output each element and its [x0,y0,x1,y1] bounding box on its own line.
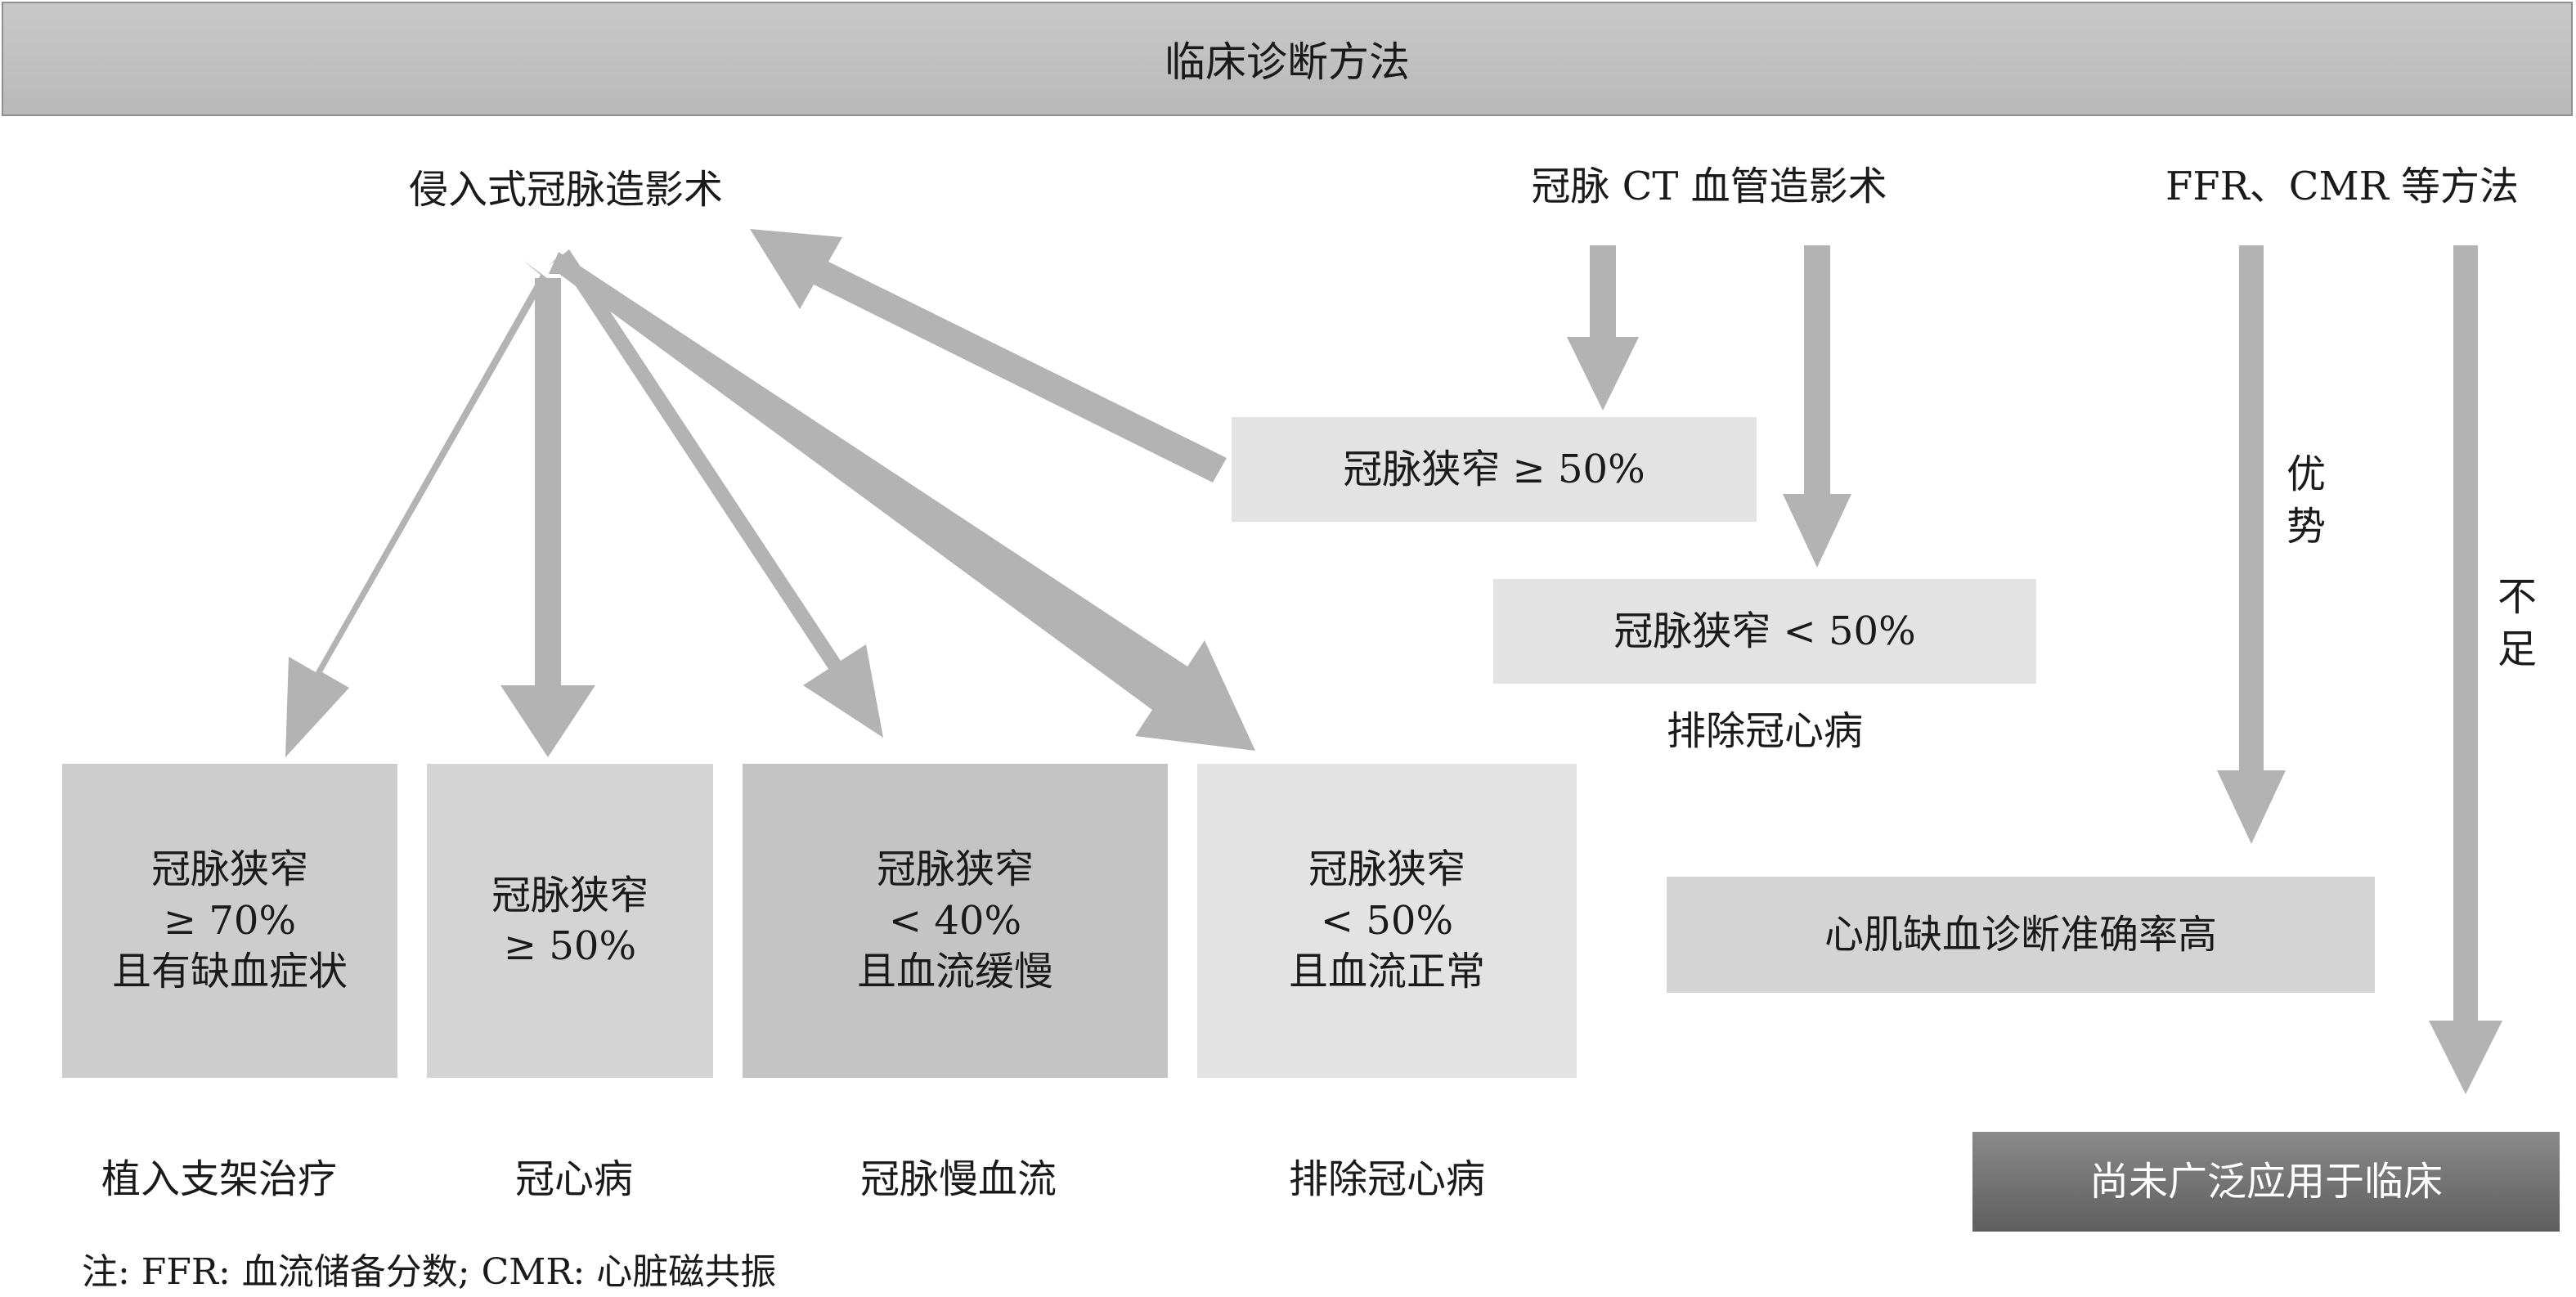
arrow-to-slowflow-box [549,249,883,738]
arrow-ffr-shortcoming [2429,245,2502,1094]
label-advantage: 优势 [2282,448,2331,553]
result-coronary-heart-disease: 冠心病 [514,1156,634,1202]
box-stenosis-ge50-label: 冠脉狭窄 ≥ 50% [1343,446,1645,492]
box-stenosis-ge50: 冠脉狭窄 ≥ 50% [1232,417,1757,522]
box1-line2: ≥ 70% [163,897,297,944]
label-advantage-text: 优势 [2286,451,2326,550]
box1-line1: 冠脉狭窄 [150,846,308,893]
box-stenosis-lt50-normalflow: 冠脉狭窄 < 50% 且血流正常 [1197,764,1577,1078]
box-ischemia-diagnosis-accuracy: 心肌缺血诊断准确率高 [1667,877,2375,993]
box-stenosis-ge50-chd: 冠脉狭窄 ≥ 50% [427,764,713,1078]
box4-line1: 冠脉狭窄 [1308,846,1465,893]
arrow-ct-to-ge50 [1567,245,1639,411]
result-stent-implantation: 植入支架治疗 [101,1156,338,1202]
box-not-widely-applied: 尚未广泛应用于临床 [1972,1132,2560,1232]
box-stenosis-lt50-label: 冠脉狭窄 < 50% [1613,608,1916,654]
box2-line1: 冠脉狭窄 [491,872,648,918]
box-stenosis-ge70-ischemia: 冠脉狭窄 ≥ 70% 且有缺血症状 [62,764,397,1078]
label-shortcoming-text: 不足 [2497,574,2537,672]
box-accuracy-label: 心肌缺血诊断准确率高 [1824,911,2217,958]
arrow-to-normal-box [549,252,1255,751]
box4-line3: 且血流正常 [1288,949,1485,995]
header-title: 临床诊断方法 [1165,38,1410,86]
box2-line2: ≥ 50% [503,923,637,969]
arrow-back-to-invasive [750,229,1227,482]
label-shortcoming: 不足 [2493,571,2542,675]
box1-line3: 且有缺血症状 [111,949,348,995]
box-stenosis-lt40-slowflow: 冠脉狭窄 < 40% 且血流缓慢 [743,764,1168,1078]
result-slow-coronary-flow: 冠脉慢血流 [859,1156,1057,1202]
method-ffr-cmr: FFR、CMR 等方法 [2165,164,2520,209]
box3-line2: < 40% [888,897,1022,944]
method-ct-angiography: 冠脉 CT 血管造影术 [1531,164,1887,209]
box-stenosis-lt50: 冠脉狭窄 < 50% [1493,579,2036,684]
label-exclude-chd-ct: 排除冠心病 [1666,708,1864,754]
header-bar: 临床诊断方法 [2,2,2573,116]
box3-line3: 且血流缓慢 [856,949,1053,995]
box4-line2: < 50% [1320,897,1454,944]
box3-line1: 冠脉狭窄 [876,846,1034,893]
method-invasive-angiography: 侵入式冠脉造影术 [408,167,724,213]
result-exclude-chd: 排除冠心病 [1288,1156,1486,1202]
arrow-ffr-advantage [2217,245,2286,844]
box-not-applied-label: 尚未广泛应用于临床 [2089,1158,2443,1205]
footnote: 注: FFR: 血流储备分数; CMR: 心脏磁共振 [82,1251,777,1293]
arrow-to-stent-box [285,260,547,757]
arrow-to-chd-box [500,278,595,757]
arrow-ct-to-lt50 [1783,245,1851,568]
